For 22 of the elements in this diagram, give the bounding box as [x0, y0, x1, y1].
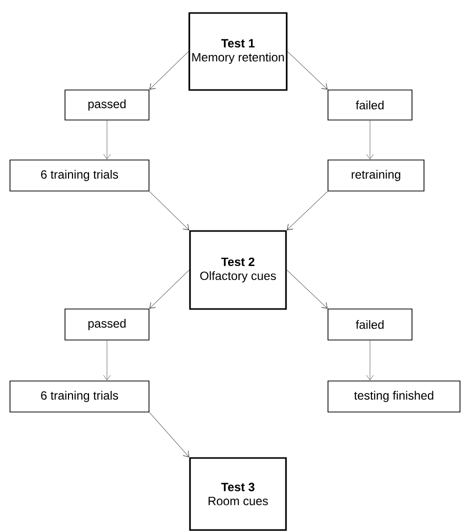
outcome-box: testing finished [328, 380, 460, 412]
arrow [287, 51, 328, 90]
arrow [149, 191, 190, 230]
outcome-box: 6 training trials [10, 380, 150, 412]
arrow [103, 340, 111, 380]
arrow [366, 120, 374, 160]
test-box: Test 3 Room cues [189, 457, 287, 531]
arrow [103, 120, 111, 160]
outcome-box: 6 training trials [10, 160, 150, 192]
test-box: Test 1 Memory retention [188, 12, 288, 91]
arrow [286, 191, 328, 230]
outcome-box: passed [64, 90, 150, 120]
arrow [149, 412, 190, 458]
arrow [286, 270, 328, 309]
arrow [149, 270, 190, 309]
arrow [149, 51, 189, 90]
outcome-box: failed [328, 308, 412, 340]
outcome-box: failed [328, 90, 412, 120]
outcome-box: passed [64, 308, 150, 340]
outcome-box: retraining [328, 160, 424, 192]
arrow [366, 340, 374, 380]
test-box: Test 2 Olfactory cues [189, 230, 287, 310]
